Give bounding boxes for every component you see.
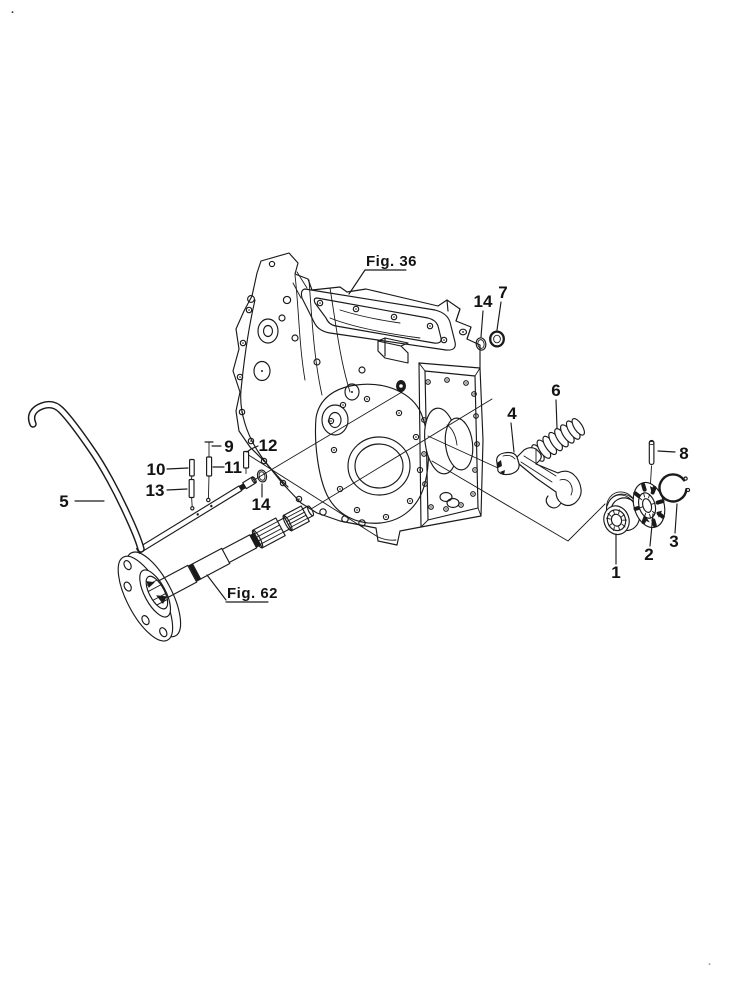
fig-36-leader	[348, 269, 366, 295]
callout-10: 10	[147, 460, 189, 479]
shifter-gear	[632, 481, 666, 529]
oil-seal	[489, 330, 505, 348]
fig-62-leader	[206, 574, 227, 601]
detent-hole	[196, 513, 199, 516]
callout-13: 13	[146, 481, 188, 500]
callout-14-bottom: 14	[252, 483, 271, 514]
detent-pin-10-13	[188, 458, 195, 511]
pin12-position-line	[246, 453, 379, 538]
svg-text:2: 2	[644, 545, 653, 564]
detent-pin-8	[648, 439, 655, 466]
housing-top-opening	[313, 297, 442, 344]
fig-62-label: Fig. 62	[227, 585, 278, 602]
svg-text:13: 13	[146, 481, 165, 500]
front-cover-outline	[314, 383, 430, 524]
axle-bore-inner	[354, 443, 404, 489]
callout-7: 7	[496, 283, 508, 331]
svg-text:1: 1	[611, 563, 620, 582]
tab-bolt-hole	[268, 260, 276, 268]
roll-pin-12	[243, 450, 250, 474]
svg-text:8: 8	[679, 444, 688, 463]
svg-text:12: 12	[259, 436, 278, 455]
callout-8: 8	[657, 444, 689, 463]
callout-4: 4	[507, 404, 517, 453]
side-window-right	[444, 417, 474, 471]
ear-bolt-hole	[247, 295, 255, 303]
callout-2: 2	[644, 513, 654, 564]
svg-text:7: 7	[498, 283, 507, 302]
front-cover-bolt-holes	[327, 395, 424, 521]
shift-fork	[496, 447, 582, 509]
svg-text:5: 5	[59, 492, 68, 511]
bent-lever	[27, 400, 145, 553]
axle-bore-outer	[347, 436, 411, 496]
pin-13-body	[188, 478, 195, 499]
snap-ring	[658, 473, 691, 503]
axle-axis-line	[310, 398, 493, 510]
o-ring-bottom	[256, 469, 268, 483]
hub-bore	[145, 575, 169, 610]
svg-text:10: 10	[147, 460, 166, 479]
fig-36-label: Fig. 36	[366, 253, 417, 270]
svg-text:14: 14	[474, 292, 493, 311]
svg-text:4: 4	[507, 404, 517, 423]
fork-position-line	[427, 435, 499, 469]
assembly-axis-lines	[246, 391, 652, 542]
svg-text:11: 11	[224, 458, 242, 477]
callout-3: 3	[669, 503, 679, 551]
svg-text:6: 6	[551, 381, 560, 400]
callout-1: 1	[611, 533, 621, 582]
callout-14-top: 14	[474, 292, 493, 338]
right-face-bolt-holes	[421, 377, 480, 512]
page-corner-mark-bottom-right: .	[708, 956, 712, 968]
callout-12: 12	[246, 436, 278, 455]
svg-text:14: 14	[252, 495, 271, 514]
callout-11: 11	[212, 458, 242, 477]
svg-text:9: 9	[224, 437, 233, 456]
shift-rod-axis-line	[253, 391, 403, 481]
page-corner-mark-top-left: .	[11, 4, 15, 16]
callouts: Fig. 36 Fig. 62 1 2 3 4	[59, 253, 689, 603]
coupling-position-line	[431, 460, 606, 542]
pin-11-body	[206, 456, 213, 477]
callout-6: 6	[551, 381, 561, 429]
transmission-housing	[232, 252, 484, 546]
callout-5: 5	[59, 492, 105, 511]
detent-hole-2	[210, 504, 213, 508]
callout-9: 9	[211, 437, 234, 456]
callout-fig-36: Fig. 36	[348, 253, 417, 295]
svg-text:3: 3	[669, 532, 678, 551]
pin-10-body	[189, 458, 195, 477]
spline-section-end	[282, 505, 310, 532]
top-rim-bolt-holes	[316, 299, 448, 344]
callout-fig-62: Fig. 62	[206, 574, 278, 603]
o-ring-top	[475, 337, 487, 351]
detent-pin-9	[204, 441, 214, 503]
coil-spring	[531, 418, 585, 462]
axle-shaft	[117, 505, 315, 642]
left-flange-bolt-holes	[236, 306, 303, 503]
